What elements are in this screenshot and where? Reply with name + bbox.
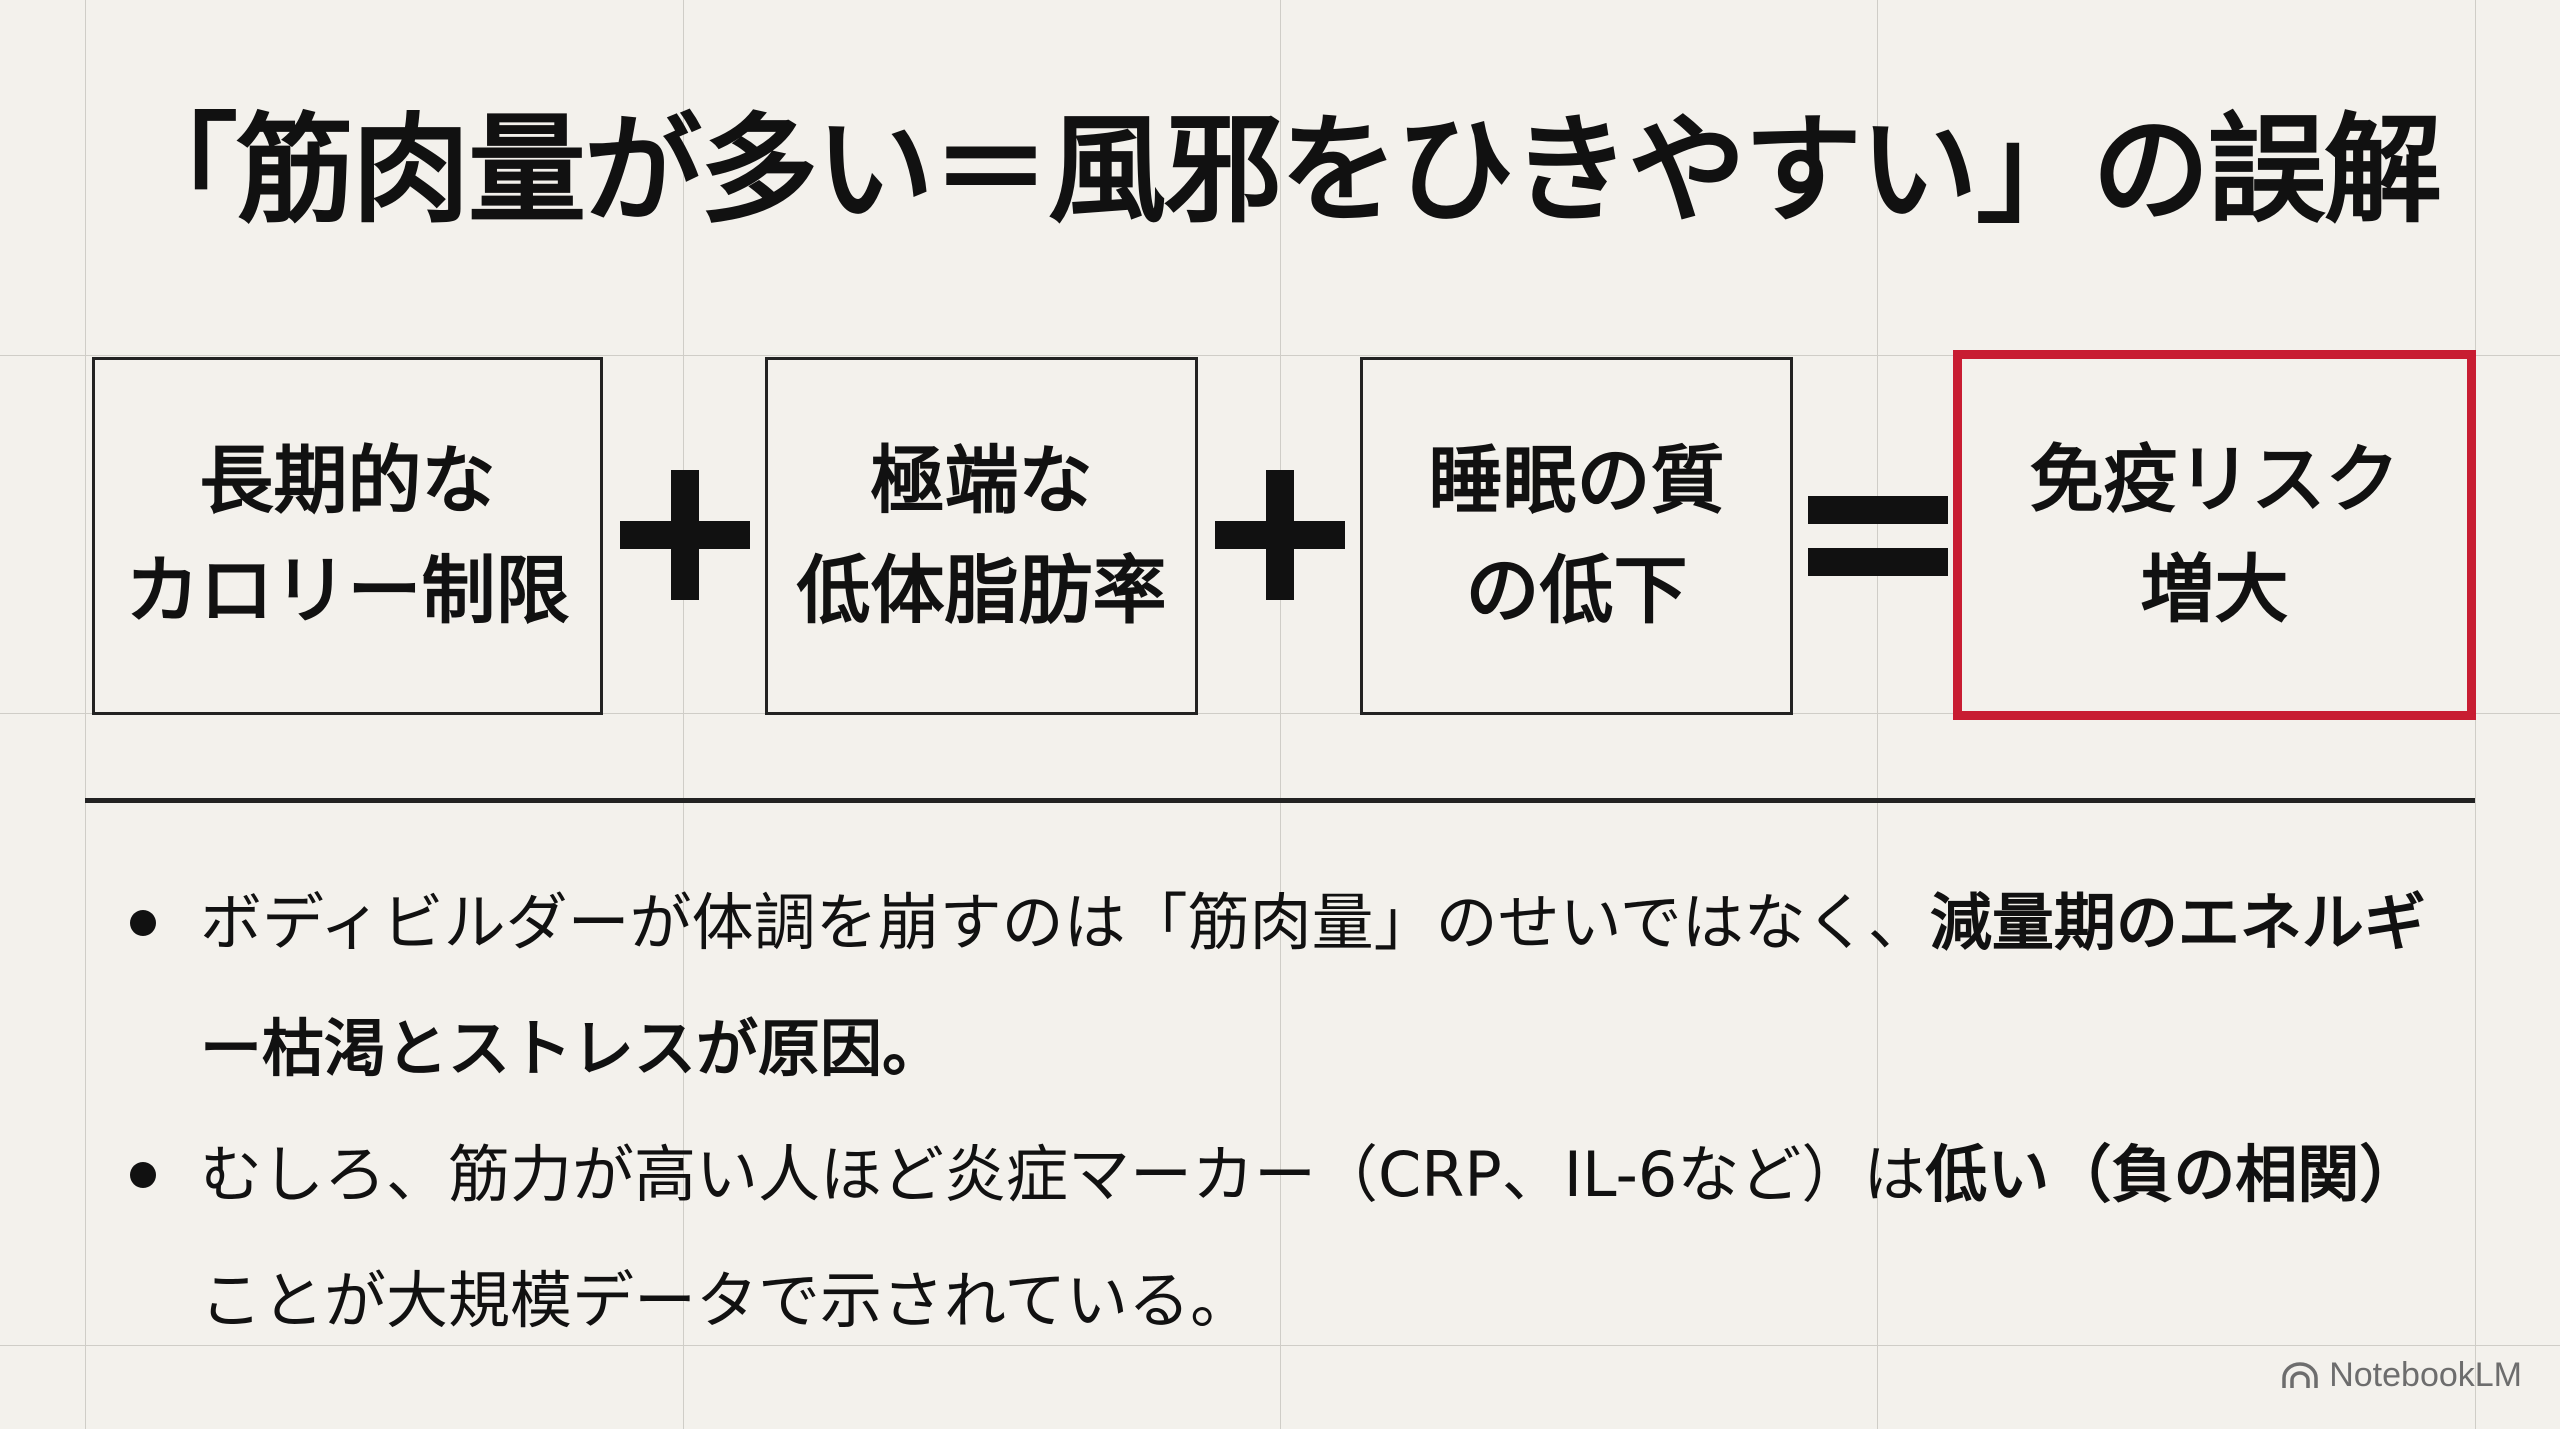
result-line-2: 増大	[2140, 547, 2289, 633]
watermark-text: NotebookLM	[2329, 1356, 2522, 1394]
section-divider	[85, 798, 2475, 803]
term-box-low-body-fat: 極端な 低体脂肪率	[765, 357, 1198, 715]
bullet-emphasis: 減量期のエネルギー枯渇とストレスが原因。	[200, 886, 2426, 1085]
plus-icon	[1215, 470, 1345, 600]
bullet-emphasis: 低い（負の相関）	[1925, 1138, 2422, 1211]
slide-title: 「筋肉量が多い＝風邪をひきやすい」の誤解	[120, 101, 2442, 239]
term-line-1: 睡眠の質	[1428, 438, 1725, 524]
equals-icon	[1808, 486, 1948, 586]
term-line-2: 低体脂肪率	[796, 548, 1167, 634]
result-box-immune-risk: 免疫リスク 増大	[1953, 350, 2476, 720]
term-line-2: カロリー制限	[125, 548, 570, 634]
term-box-sleep-quality: 睡眠の質 の低下	[1360, 357, 1793, 715]
term-line-1: 極端な	[870, 438, 1093, 524]
bullet-item: むしろ、筋力が高い人ほど炎症マーカー（CRP、IL-6など）は低い（負の相関） こ…	[130, 1112, 2450, 1364]
bullet-text-tail: ことが大規模データで示されている。	[200, 1264, 1253, 1337]
result-line-1: 免疫リスク	[2029, 437, 2400, 523]
term-line-2: の低下	[1465, 548, 1688, 634]
bullet-text: ボディビルダーが体調を崩すのは「筋肉量」のせいではなく、	[200, 886, 1930, 959]
bullet-dot-icon	[130, 910, 156, 936]
notebooklm-watermark: NotebookLM	[2281, 1356, 2522, 1395]
term-box-calorie-restriction: 長期的な カロリー制限	[92, 357, 603, 715]
bullet-list: ボディビルダーが体調を崩すのは「筋肉量」のせいではなく、減量期のエネルギー枯渇と…	[130, 860, 2450, 1364]
bullet-item: ボディビルダーが体調を崩すのは「筋肉量」のせいではなく、減量期のエネルギー枯渇と…	[130, 860, 2450, 1112]
plus-icon	[620, 470, 750, 600]
bullet-dot-icon	[130, 1162, 156, 1188]
term-line-1: 長期的な	[199, 438, 496, 524]
notebooklm-logo-icon	[2282, 1361, 2318, 1388]
bullet-text: むしろ、筋力が高い人ほど炎症マーカー（CRP、IL-6など）は	[200, 1138, 1926, 1211]
